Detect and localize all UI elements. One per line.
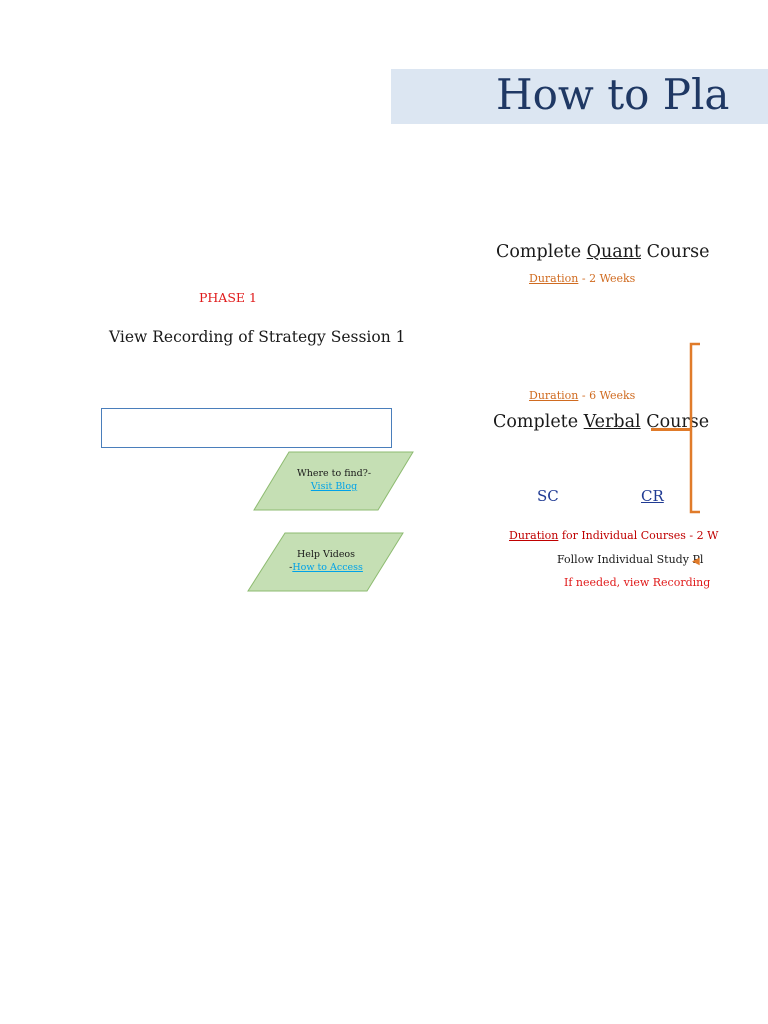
parallelogram-shape [247,532,404,592]
help-videos-dash: - [289,562,293,573]
individual-duration-label: Duration [509,529,559,542]
help-videos-label: Help Videos [296,549,356,560]
strategy-session-text: View Recording of Strategy Session 1 [109,328,406,346]
how-to-access-link[interactable]: How to Access [292,562,363,573]
title-banner [391,69,768,124]
quant-duration: Duration - 2 Weeks [529,272,635,285]
quant-suffix: Course [641,242,710,262]
verbal-prefix: Complete [493,412,584,432]
page-title: How to Pla [496,70,730,119]
empty-text-box [101,408,392,448]
visit-blog-link[interactable]: Visit Blog [310,481,358,492]
verbal-duration: Duration - 6 Weeks [529,389,635,402]
where-to-find-label: Where to find?- [296,468,372,479]
sc-course-label: SC [537,487,559,505]
content-clip-area: Complete Quant Course Duration - 2 Weeks… [493,242,718,589]
course-bracket-icon [689,342,700,514]
verbal-suffix: Course [640,412,710,432]
individual-duration-text: for Individual Courses - 2 W [558,529,719,542]
help-videos-box: Help Videos -How to Access [247,532,405,593]
verbal-subject: Verbal [583,412,641,432]
verbal-duration-label: Duration [529,389,579,402]
cr-course-link[interactable]: CR [641,487,664,505]
study-plan-text: Follow Individual Study Pl [557,553,704,566]
parallelogram-shape [253,451,414,511]
recording-note-text: If needed, view Recording [564,576,711,589]
bracket-connector-line [651,428,691,431]
quant-duration-value: - 2 Weeks [578,272,636,285]
verbal-duration-value: - 6 Weeks [578,389,636,402]
quant-prefix: Complete [496,242,587,262]
quant-duration-label: Duration [529,272,579,285]
individual-duration: Duration for Individual Courses - 2 W [509,529,718,542]
quant-subject: Quant [586,242,641,262]
phase-label: PHASE 1 [199,290,257,305]
quant-course-heading: Complete Quant Course [496,242,709,262]
arrow-head-icon: ◀ [692,556,700,567]
verbal-course-heading: Complete Verbal Course [493,412,709,432]
where-to-find-box: Where to find?- Visit Blog [253,451,415,512]
